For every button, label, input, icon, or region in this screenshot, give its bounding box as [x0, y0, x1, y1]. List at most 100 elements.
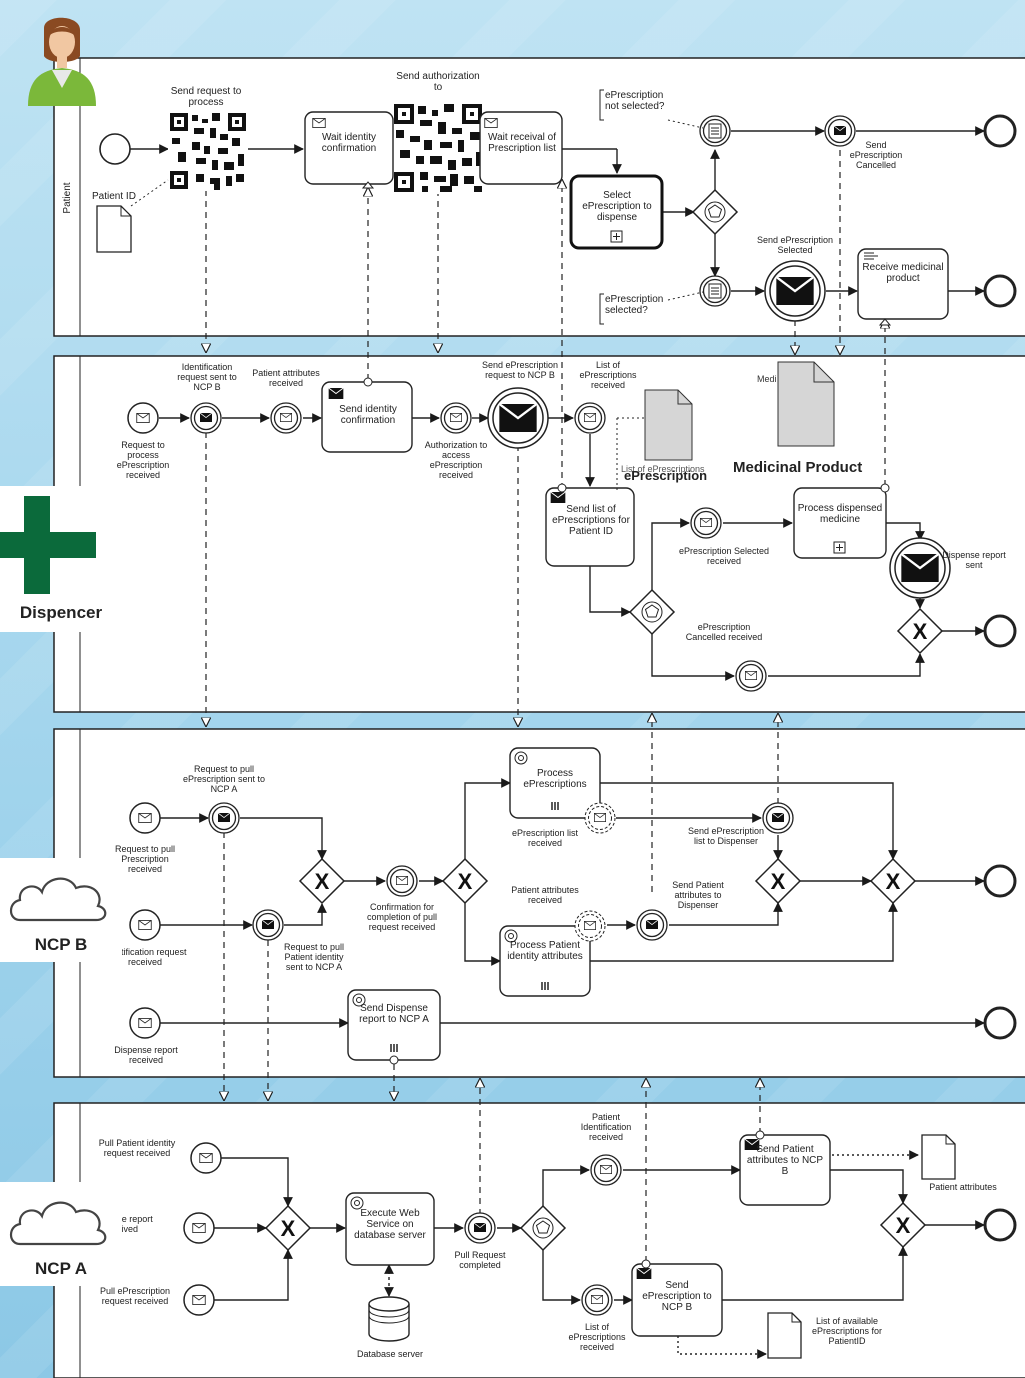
label-pull-completed: Pull Request completed	[454, 1250, 506, 1270]
label-not-selected: ePrescription not selected?	[605, 90, 665, 112]
doc-medicinal-partial: Medi	[757, 374, 777, 384]
ncp-a-title: NCP A	[35, 1259, 87, 1278]
svg-text:X: X	[771, 869, 786, 894]
green-cross-icon	[0, 496, 96, 594]
subprocess-process-dispensed-label: Process dispensed medicine	[797, 503, 883, 525]
data-object-eprescription: List of ePrescriptions ePrescription	[616, 389, 707, 490]
task-send-identity-label: Send identity confirmation	[339, 404, 397, 426]
label-send-list-disp: Send ePrescription list to Dispenser	[687, 826, 765, 846]
cloud-icon	[9, 1201, 107, 1246]
ncpa-nodes: X X	[183, 1142, 1017, 1316]
doc-medicinal-label: Medicinal Product	[733, 459, 862, 476]
data-object-patient-id	[96, 179, 169, 253]
task-send-epres-ncpb[interactable]: Send ePrescription to NCP B	[631, 1259, 723, 1337]
label-req-received: Request to process ePrescription receive…	[116, 440, 170, 480]
task-execute-ws-label: Execute Web Service on database server	[354, 1208, 426, 1241]
intermediate-not-selected	[699, 115, 731, 147]
label-report-received-ncpb: Dispense report received	[114, 1045, 178, 1065]
message-flows	[206, 150, 885, 1262]
label-send-request: Send request to process	[170, 86, 242, 108]
doc-eprescription-partial: List of ePrescriptions	[621, 464, 705, 474]
dispencer-texts: Request to process ePrescription receive…	[116, 360, 1006, 642]
label-send-selected: Send ePrescription Selected	[756, 235, 834, 255]
task-receive-product-label: Receive medicinal product	[862, 262, 944, 284]
label-req-pull-received: Request to pull Prescription received	[114, 844, 176, 874]
data-object-list-available	[767, 1312, 802, 1359]
svg-text:X: X	[315, 869, 330, 894]
patient-lane-content	[99, 114, 1017, 308]
ncpb-flows	[160, 778, 985, 1028]
task-wait-list-label: Wait receival of Prescription list	[488, 132, 556, 154]
label-send-request-ncpb: Send ePrescription request to NCP B	[481, 360, 559, 380]
task-send-attrs-ncpb[interactable]: Send Patient attributes to NCP B	[739, 1130, 831, 1206]
subprocess-process-epres[interactable]: Process ePrescriptions	[509, 747, 616, 834]
ncpb-texts: Request to pull ePrescription sent to NC…	[103, 764, 765, 1065]
svg-text:X: X	[886, 869, 901, 894]
label-req-pull-identity: Request to pull Patient identity sent to…	[283, 942, 345, 972]
subprocess-process-dispensed[interactable]: Process dispensed medicine	[793, 483, 890, 559]
label-patient-id: Patient ID	[92, 191, 136, 202]
gateway-event-patient[interactable]	[691, 188, 739, 236]
subprocess-process-identity-label: Process Patient identity attributes	[507, 940, 583, 962]
svg-text:X: X	[896, 1213, 911, 1238]
label-ident-sent: Identification request sent to NCP B	[177, 362, 237, 392]
label-list-received-ncpb: ePrescription list received	[511, 828, 579, 848]
label-send-cancelled: Send ePrescription Cancelled	[849, 140, 903, 170]
ncp-a-card: NCP A	[0, 1182, 122, 1286]
label-report-sent: Dispense report sent	[942, 550, 1006, 570]
task-send-list-label: Send list of ePrescriptions for Patient …	[552, 504, 630, 537]
task-send-identity[interactable]: Send identity confirmation	[321, 377, 413, 453]
label-req-pull-sent: Request to pull ePrescription sent to NC…	[182, 764, 266, 794]
label-send-auth: Send authorization to	[396, 71, 480, 93]
dispencer-card: Dispencer	[0, 486, 122, 632]
task-wait-list[interactable]: Wait receival of Prescription list	[479, 111, 563, 185]
subprocess-select-label: Select ePrescription to dispense	[582, 190, 652, 223]
label-auth-access: Authorization to access ePrescription re…	[424, 440, 488, 480]
ncpa-texts: Pull Patient identity request received D…	[89, 1112, 997, 1352]
dispencer-flows	[159, 413, 985, 681]
task-wait-identity-label: Wait identity confirmation	[321, 132, 377, 154]
ncpb-nodes: X X X X	[129, 802, 1017, 1040]
lane-patient-label: Patient	[62, 182, 73, 213]
subprocess-process-identity[interactable]: Process Patient identity attributes	[499, 910, 606, 997]
doc-eprescription-label: ePrescription	[624, 468, 707, 483]
label-ident-received-ncpa: Patient Identification received	[580, 1112, 632, 1142]
qr-code-request	[168, 111, 248, 191]
label-pull-epres: Pull ePrescription request received	[99, 1286, 171, 1306]
label-pull-identity: Pull Patient identity request received	[98, 1138, 176, 1158]
task-send-epres-label: Send ePrescription to NCP B	[642, 1280, 712, 1313]
task-send-report-label: Send Dispense report to NCP A	[359, 1003, 429, 1025]
throw-send-selected	[764, 260, 826, 322]
intermediate-selected	[699, 275, 731, 307]
database-server: Database server	[357, 1296, 423, 1359]
patient-avatar	[28, 17, 96, 106]
task-send-list[interactable]: Send list of ePrescriptions for Patient …	[545, 483, 635, 567]
annotations-patient	[599, 89, 704, 325]
dispencer-nodes: X	[127, 387, 1017, 692]
subprocess-select-eprescription[interactable]: Select ePrescription to dispense	[569, 174, 664, 250]
database-label: Database server	[357, 1349, 423, 1359]
task-send-attrs-ncpb-label: Send Patient attributes to NCP B	[746, 1144, 824, 1177]
ncpa-flows	[214, 1150, 985, 1359]
dispencer-title: Dispencer	[19, 603, 103, 622]
task-receive-product[interactable]: Receive medicinal product	[857, 248, 949, 326]
cloud-icon	[9, 877, 107, 922]
task-execute-ws[interactable]: Execute Web Service on database server	[345, 1192, 435, 1266]
patient-texts: Send request to process Send authorizati…	[92, 71, 903, 316]
data-object-medicinal: Medi Medicinal Product	[733, 361, 862, 476]
label-confirmation: Confirmation for completion of pull requ…	[366, 902, 438, 932]
label-patient-attributes: Patient attributes	[929, 1182, 997, 1192]
label-selected: ePrescription selected?	[605, 294, 664, 316]
label-list-received-ncpa: List of ePrescriptions received	[568, 1322, 626, 1352]
label-attrs-received-ncpb: Patient attributes received	[511, 885, 579, 905]
label-send-attrs-ncpb: Send Patient attributes to Dispenser	[672, 880, 724, 910]
label-ident-received: Identification request received	[103, 947, 187, 967]
task-wait-identity[interactable]: Wait identity confirmation	[304, 111, 394, 189]
label-list-available: List of available ePrescriptions for Pat…	[811, 1316, 883, 1346]
svg-text:X: X	[281, 1216, 296, 1241]
throw-send-cancelled	[824, 115, 856, 147]
task-send-report[interactable]: Send Dispense report to NCP A	[347, 989, 441, 1065]
label-selected-received: ePrescription Selected received	[678, 546, 770, 566]
label-cancelled-received: ePrescription Cancelled received	[685, 622, 763, 642]
